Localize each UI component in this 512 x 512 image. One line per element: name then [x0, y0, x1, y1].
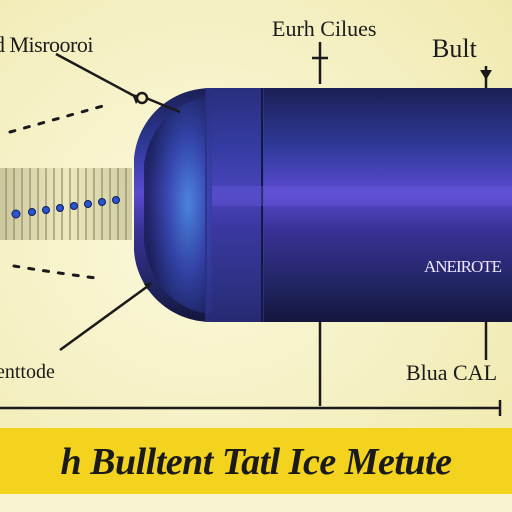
particle-dots — [11, 196, 120, 219]
label-bottom-left: enttode — [0, 361, 55, 383]
dashed-trails — [8, 102, 112, 280]
bullet — [134, 88, 512, 322]
label-top-left: d Misrooroi — [0, 32, 94, 57]
label-mid-right: ANEIROTE — [424, 257, 502, 276]
leader-lines — [0, 42, 502, 416]
label-top-right: Bult — [432, 34, 477, 63]
label-bottom-right: Blua CAL — [406, 360, 498, 385]
footer-strip — [0, 494, 512, 512]
label-top-center: Eurh Cilues — [272, 16, 377, 41]
title-banner — [0, 428, 512, 494]
banner-title: h Bulltent Tatl Ice Metute — [60, 441, 452, 483]
emitter-bands — [0, 168, 132, 240]
